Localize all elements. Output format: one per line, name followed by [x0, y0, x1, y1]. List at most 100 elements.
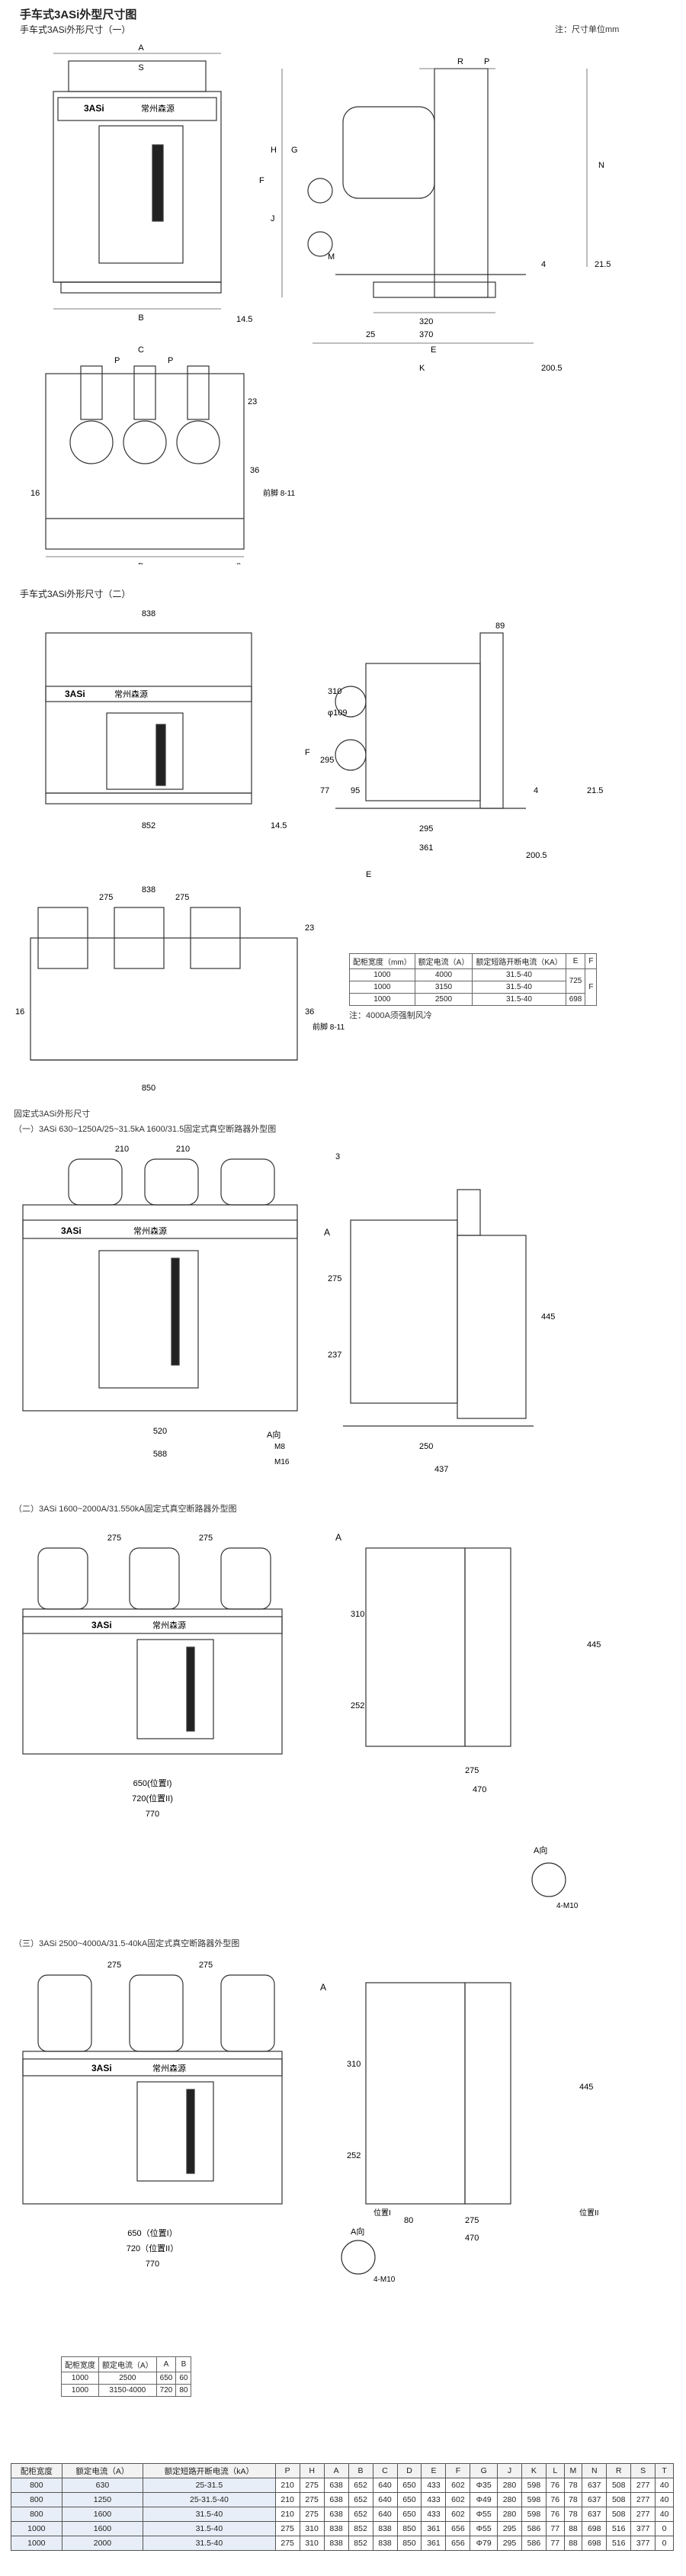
- dim-470-f3: 470: [465, 2234, 479, 2243]
- th-E: E: [565, 953, 586, 969]
- maker-label-5: 常州森源: [152, 2063, 186, 2073]
- th-width: 配柜宽度（mm）: [349, 953, 415, 969]
- table-cell: 275: [299, 2492, 325, 2507]
- table-cell: 598: [521, 2478, 547, 2493]
- main-table-header: 额定电流（A）: [61, 2463, 144, 2478]
- table-cell: 656: [445, 2521, 471, 2536]
- table-cell: 698: [582, 2521, 607, 2536]
- dim-G: G: [291, 146, 298, 155]
- table-cell: 652: [348, 2478, 373, 2493]
- dim-36-b: 36: [305, 1007, 314, 1017]
- dim-B: B: [138, 313, 143, 323]
- table-row: 1000 3150 31.5-40: [349, 981, 597, 994]
- dim-310-f2: 310: [351, 1610, 364, 1619]
- table-cell: 637: [582, 2507, 607, 2522]
- table-rating-b: 配柜宽度 额定电流（A） A B 1000 2500 650 60 1000 3…: [61, 2356, 192, 2397]
- table-cell: 602: [445, 2492, 471, 2507]
- dim-445-f3: 445: [579, 2083, 593, 2092]
- dim-720-b: 720（位置II）: [127, 2243, 178, 2253]
- dim-F-b: F: [305, 748, 310, 757]
- table-cell: 31.5-40: [143, 2521, 276, 2536]
- dim-21-5-b: 21.5: [587, 786, 603, 795]
- dim-200-5-b: 200.5: [526, 851, 547, 860]
- table-row: 1000 3150-4000 720 80: [61, 2384, 192, 2397]
- table-cell: 630: [61, 2478, 144, 2493]
- dim-588: 588: [153, 1450, 167, 1459]
- dim-770: 770: [146, 1810, 159, 1819]
- dim-A-fixed: A: [324, 1227, 330, 1238]
- table-cell: 650: [396, 2492, 422, 2507]
- main-table-header: M: [563, 2463, 583, 2478]
- pos-I-label: 位置I: [373, 2208, 391, 2218]
- table-cell: Φ55: [470, 2507, 498, 2522]
- table-cell: 40: [655, 2492, 674, 2507]
- section-fixed-label: 固定式3ASi外形尺寸: [14, 1110, 91, 1119]
- table-cell: 698: [582, 2536, 607, 2551]
- table-cell: 1000: [11, 2536, 63, 2551]
- section-fixed-sub2: （二）3ASi 1600~2000A/31.550kA固定式真空断路器外型图: [14, 1505, 237, 1514]
- table-cell: 275: [299, 2478, 325, 2493]
- dim-4-M10-b: 4-M10: [373, 2276, 396, 2284]
- dim-437: 437: [434, 1465, 448, 1474]
- figure-fixed-1: 210 210 3ASi 常州森源 520 588 A 3 275 237 44…: [22, 1145, 555, 1474]
- dim-3: 3: [335, 1152, 340, 1161]
- brand-label-2: 3ASi: [65, 689, 85, 699]
- dim-P-left: P: [114, 356, 120, 365]
- maker-label: 常州森源: [141, 103, 175, 114]
- table-cell: 280: [496, 2492, 522, 2507]
- maker-label-4: 常州森源: [152, 1620, 186, 1630]
- table-cell: 637: [582, 2478, 607, 2493]
- main-table-header: C: [372, 2463, 398, 2478]
- table-cell: 361: [421, 2536, 447, 2551]
- main-table-header: J: [496, 2463, 522, 2478]
- table-cell: 377: [630, 2521, 656, 2536]
- dim-M16: M16: [274, 1458, 290, 1466]
- table-cell: 602: [445, 2478, 471, 2493]
- table-cell: 508: [606, 2478, 632, 2493]
- dim-95: 95: [351, 786, 360, 795]
- dim-445: 445: [541, 1312, 555, 1322]
- pos-II-label: 位置II: [579, 2208, 599, 2218]
- table-cell: 650: [396, 2507, 422, 2522]
- figure-handcart-2: 838 3ASi 常州森源 852 14.5 89 310 φ109 295 7…: [15, 609, 603, 1093]
- table-cell: 77: [545, 2536, 565, 2551]
- table-cell: 31.5-40: [143, 2507, 276, 2522]
- table-cell: 280: [496, 2478, 522, 2493]
- table-cell: 210: [274, 2478, 300, 2493]
- table-cell: 1600: [61, 2521, 144, 2536]
- dim-470: 470: [473, 1785, 486, 1794]
- table-row: 1000 2500 31.5-40 698: [349, 993, 597, 1006]
- main-table-header: R: [606, 2463, 632, 2478]
- table-cell: 656: [445, 2536, 471, 2551]
- dim-4-b: 4: [534, 786, 538, 795]
- table-cell: 598: [521, 2507, 547, 2522]
- main-table-header: S: [630, 2463, 656, 2478]
- table-cell: 377: [630, 2536, 656, 2551]
- dim-295-b: 295: [419, 824, 433, 834]
- table-cell: 800: [11, 2507, 63, 2522]
- table-cell: 433: [421, 2478, 447, 2493]
- table-cell: 2000: [61, 2536, 144, 2551]
- table-cell: 602: [445, 2507, 471, 2522]
- table-cell: 295: [496, 2521, 522, 2536]
- table-cell: 277: [630, 2478, 656, 2493]
- brand-label-4: 3ASi: [91, 1620, 112, 1630]
- table-cell: 516: [606, 2521, 632, 2536]
- table-cell: Φ35: [470, 2478, 498, 2493]
- brand-label-3: 3ASi: [61, 1225, 82, 1236]
- dim-445-f2: 445: [587, 1640, 601, 1649]
- dim-A-f3: A: [320, 1982, 326, 1993]
- th-F: F: [585, 953, 598, 969]
- maker-label-2: 常州森源: [114, 689, 148, 699]
- table-cell: 78: [563, 2492, 583, 2507]
- dim-275-c: 275: [107, 1534, 121, 1543]
- main-table-header: F: [445, 2463, 471, 2478]
- dim-4-M10: 4-M10: [556, 1902, 579, 1910]
- table-cell: 1600: [61, 2507, 144, 2522]
- table-cell: 76: [545, 2478, 565, 2493]
- main-table-header: P: [274, 2463, 300, 2478]
- dim-J: J: [271, 214, 275, 223]
- table-cell: 275: [274, 2536, 300, 2551]
